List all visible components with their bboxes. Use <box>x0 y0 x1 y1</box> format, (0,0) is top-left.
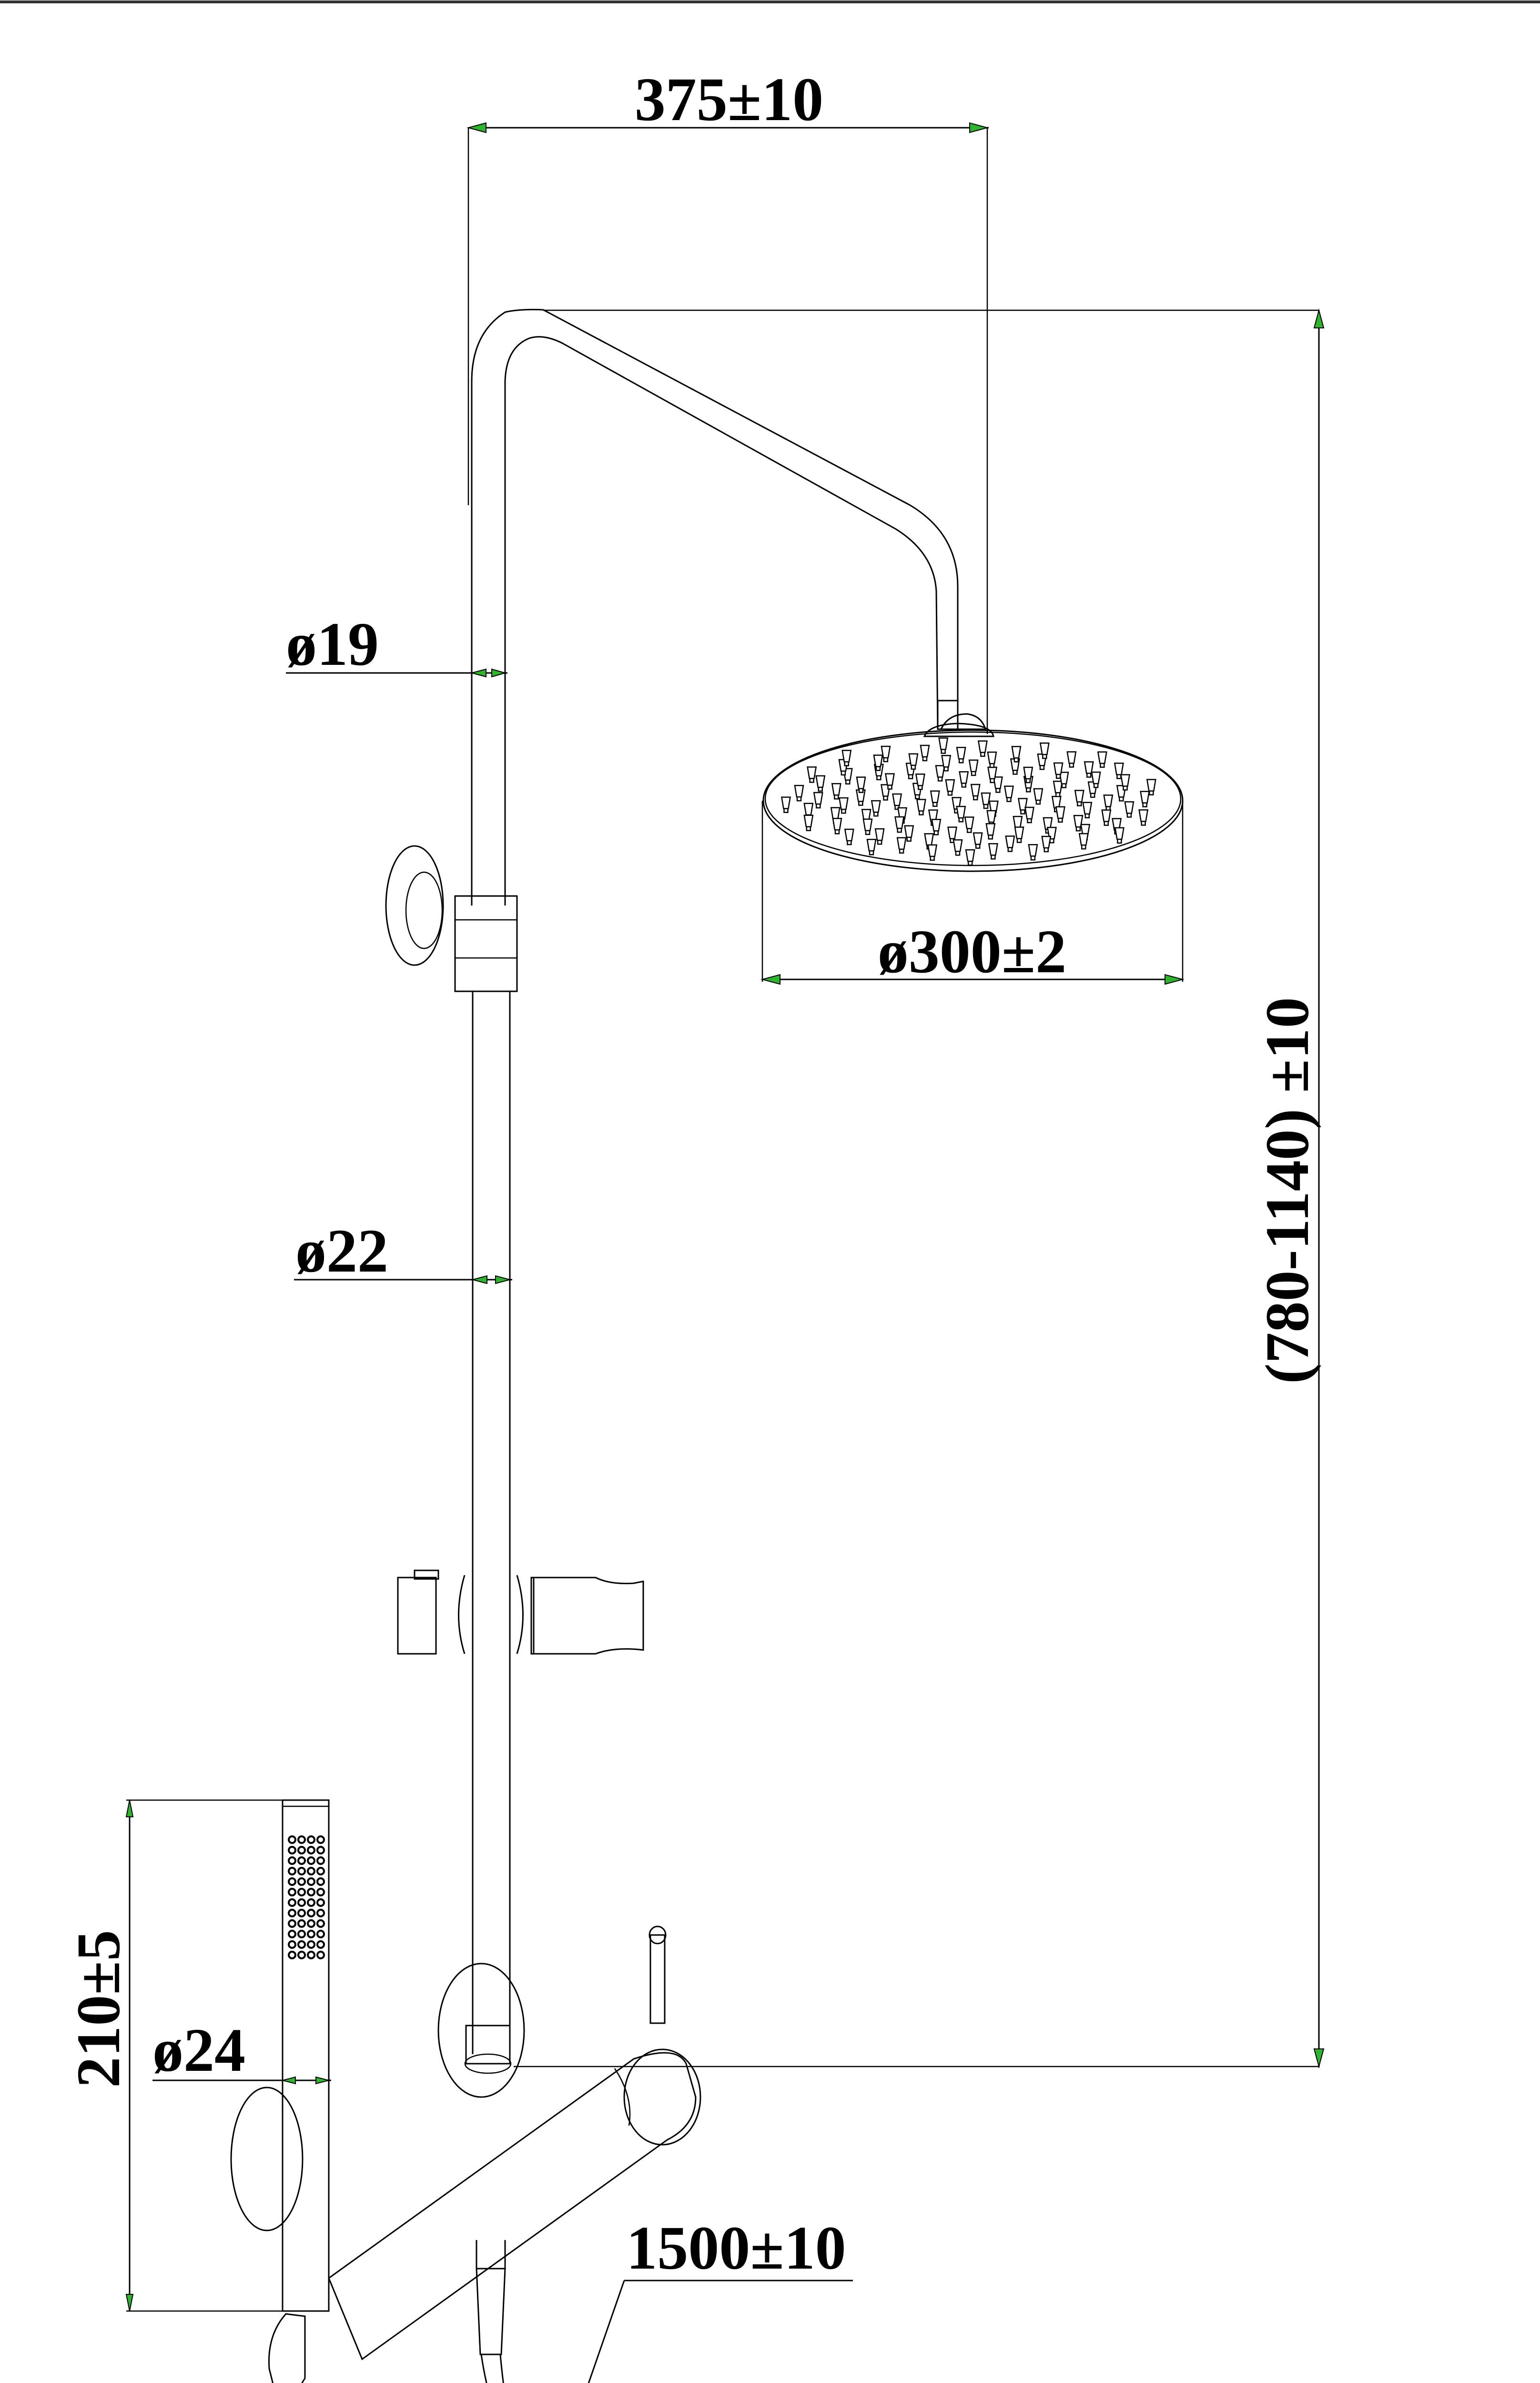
dimension-column-height: (780-1140) ±10 <box>514 308 1325 2068</box>
overhead-shower-head <box>762 729 1184 872</box>
label-riser-upper: ø19 <box>286 610 379 679</box>
label-riser-lower: ø22 <box>295 1217 388 1285</box>
shower-arm <box>471 309 1319 906</box>
label-arm-projection: 375±10 <box>635 65 823 134</box>
hand-shower <box>268 1799 330 2383</box>
label-hand-shower-length: 210±5 <box>64 1930 133 2088</box>
riser-lower <box>472 991 511 2054</box>
dimension-arm-projection: 375±10 <box>466 65 989 734</box>
dimension-hose-length: 1500±10 <box>588 2214 853 2383</box>
label-hose-length: 1500±10 <box>626 2214 846 2282</box>
slider <box>397 1569 644 1655</box>
mixer <box>230 1925 701 2361</box>
dimension-hand-shower-diameter: ø24 <box>152 2016 331 2085</box>
dimension-riser-lower: ø22 <box>294 1217 512 1285</box>
label-hand-shower-diameter: ø24 <box>152 2016 245 2085</box>
label-column-height: (780-1140) ±10 <box>1253 997 1322 1384</box>
wall-bracket <box>385 845 518 992</box>
hand-shower-jets <box>288 1835 325 1959</box>
label-head-diameter: ø300±2 <box>878 917 1066 986</box>
dimension-head-diameter: ø300±2 <box>760 801 1185 986</box>
dimension-hand-shower-length: 210±5 <box>64 1799 329 2312</box>
hose <box>480 2354 504 2383</box>
dimension-riser-upper: ø19 <box>286 610 507 679</box>
shower-nozzles <box>780 737 1156 866</box>
